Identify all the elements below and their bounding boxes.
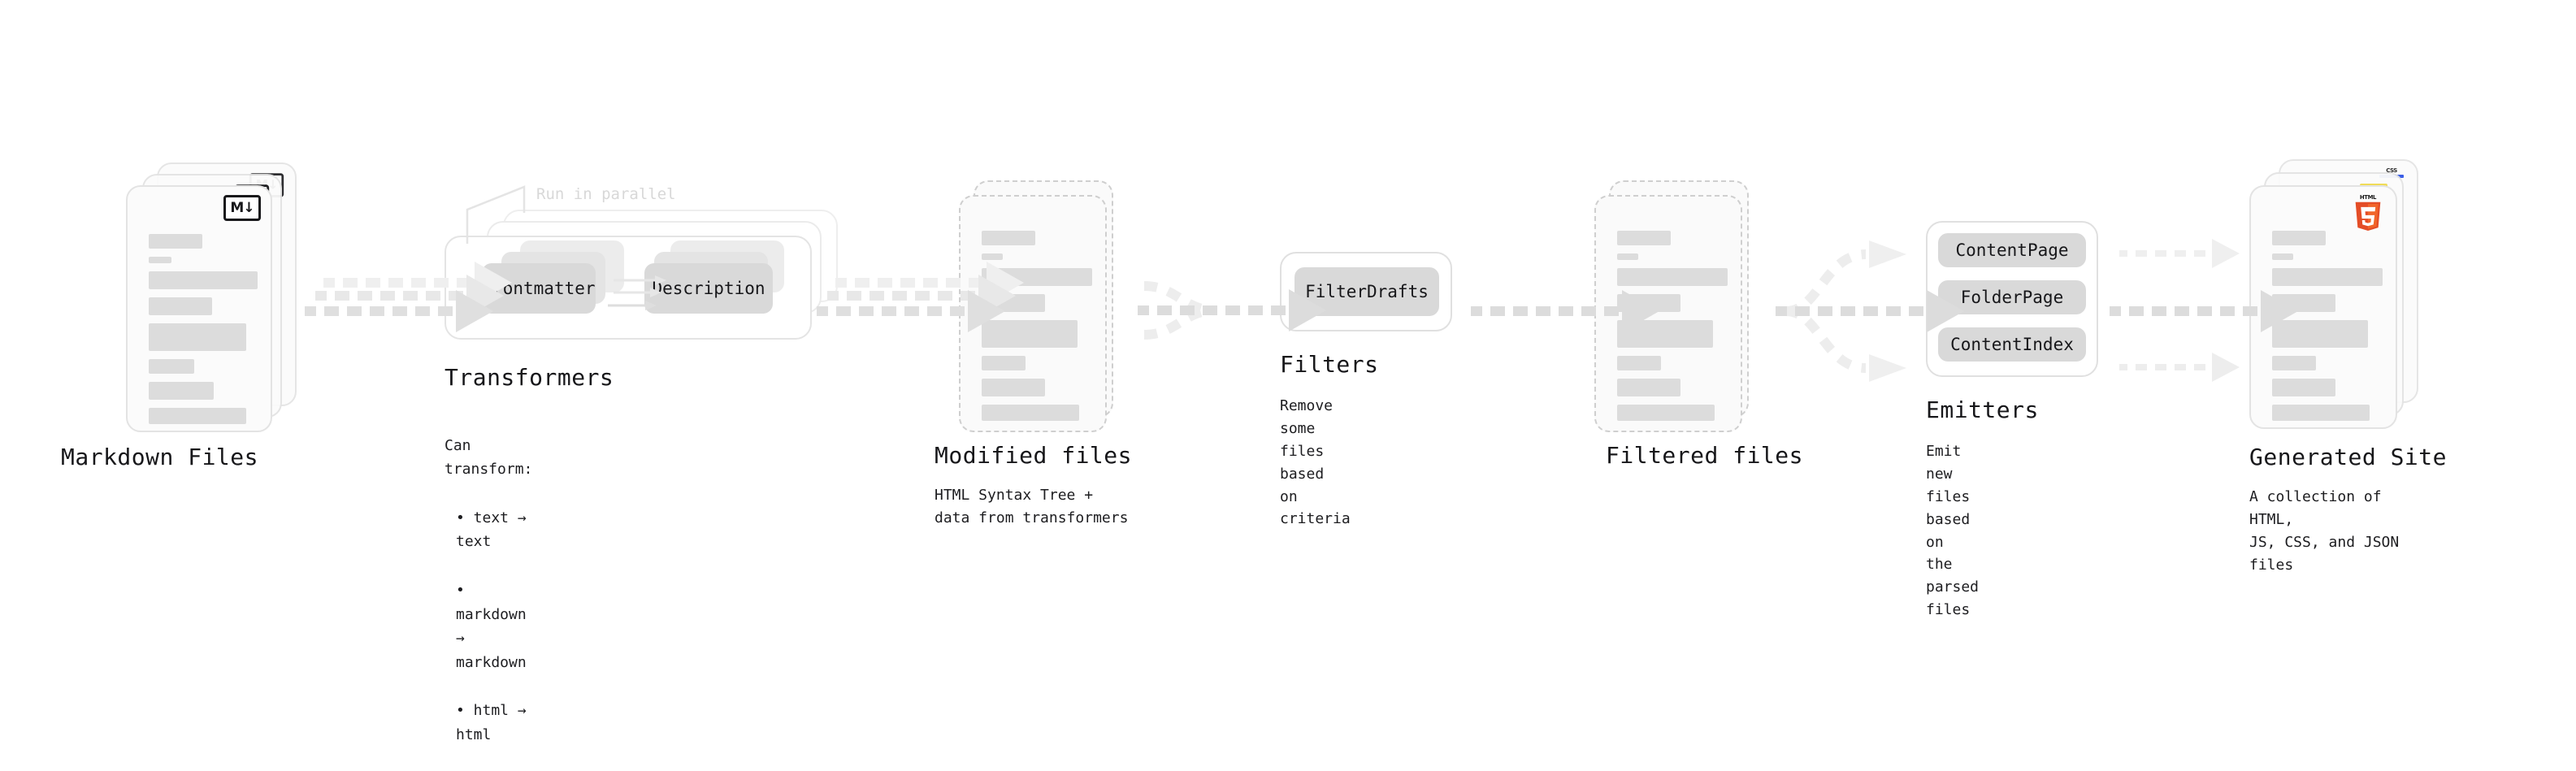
filter-chip-filterdrafts-label: FilterDrafts	[1305, 282, 1429, 301]
generated-card-stack: CSS HTML	[2249, 159, 2424, 429]
modified-card-stack	[959, 180, 1134, 432]
generated-card-front: HTML	[2249, 185, 2397, 429]
page-title-emitters: Emitters	[1926, 396, 2039, 423]
stage-markdown-files: M↓ M↓ M↓	[61, 162, 301, 470]
page-title-filtered-files: Filtered files	[1606, 442, 1804, 469]
emitter-chip-contentpage-label: ContentPage	[1955, 240, 2069, 260]
filter-chip-filterdrafts[interactable]: FilterDrafts	[1295, 267, 1439, 316]
emitter-chip-contentindex[interactable]: ContentIndex	[1938, 327, 2086, 362]
filtered-card-stack	[1594, 180, 1769, 432]
svg-text:HTML: HTML	[2360, 194, 2377, 201]
emitter-chip-folderpage-label: FolderPage	[1960, 288, 2064, 307]
transformer-chip-frontmatter-label: Frontmatter	[482, 279, 596, 298]
generated-site-description: A collection of HTML, JS, CSS, and JSON …	[2249, 488, 2400, 574]
markdown-badge-text: M↓	[230, 199, 254, 216]
page-title-generated-site: Generated Site	[2249, 444, 2448, 470]
page-title-transformers: Transformers	[445, 364, 614, 391]
modified-files-description: HTML Syntax Tree + data from transformer…	[935, 487, 1129, 526]
transformer-chip-frontmatter[interactable]: Frontmatter	[482, 263, 596, 314]
transformers-bullet-html: • html → html	[456, 702, 527, 743]
stage-generated-site: CSS HTML	[2249, 159, 2447, 574]
doc-placeholder-lines	[982, 231, 1092, 429]
page-title-filters: Filters	[1280, 351, 1379, 378]
emitter-chip-contentpage[interactable]: ContentPage	[1938, 233, 2086, 267]
markdown-card-stack: M↓ M↓ M↓	[126, 162, 301, 432]
transformer-chip-description-label: Description	[652, 279, 765, 298]
transformer-chip-description[interactable]: Description	[644, 263, 773, 314]
filters-description: Remove some files based on criteria	[1280, 397, 1351, 528]
connector-overlay	[305, 185, 2298, 382]
markdown-card-front: M↓	[126, 185, 272, 432]
emitter-chip-folderpage[interactable]: FolderPage	[1938, 280, 2086, 314]
css-badge-text: CSS	[2386, 167, 2397, 174]
page-title-markdown-files: Markdown Files	[61, 444, 259, 470]
html5-icon: HTML	[2352, 193, 2384, 231]
page-title-modified-files: Modified files	[935, 442, 1133, 469]
stage-modified-files: Modified files HTML Syntax Tree + data f…	[935, 180, 1134, 526]
markdown-icon: M↓	[223, 195, 261, 221]
modified-card-front	[959, 195, 1107, 432]
transformers-description: Can transform: • text → text • markdown …	[445, 409, 532, 771]
emitter-chip-contentindex-label: ContentIndex	[1950, 335, 2074, 354]
doc-placeholder-lines	[149, 234, 258, 432]
transformers-bullet-text: • text → text	[456, 509, 527, 551]
filtered-card-front	[1594, 195, 1742, 432]
pipeline-diagram: M↓ M↓ M↓	[61, 159, 2447, 743]
transformers-sub-heading: Can transform:	[445, 436, 533, 479]
doc-placeholder-lines	[1617, 231, 1728, 429]
doc-placeholder-lines	[2272, 231, 2383, 429]
transformers-bullet-markdown: • markdown → markdown	[456, 581, 527, 671]
emitters-description: Emit new files based on the parsed files	[1926, 443, 1980, 619]
run-in-parallel-label: Run in parallel	[536, 185, 676, 203]
stage-filtered-files: Filtered files	[1594, 180, 1803, 469]
